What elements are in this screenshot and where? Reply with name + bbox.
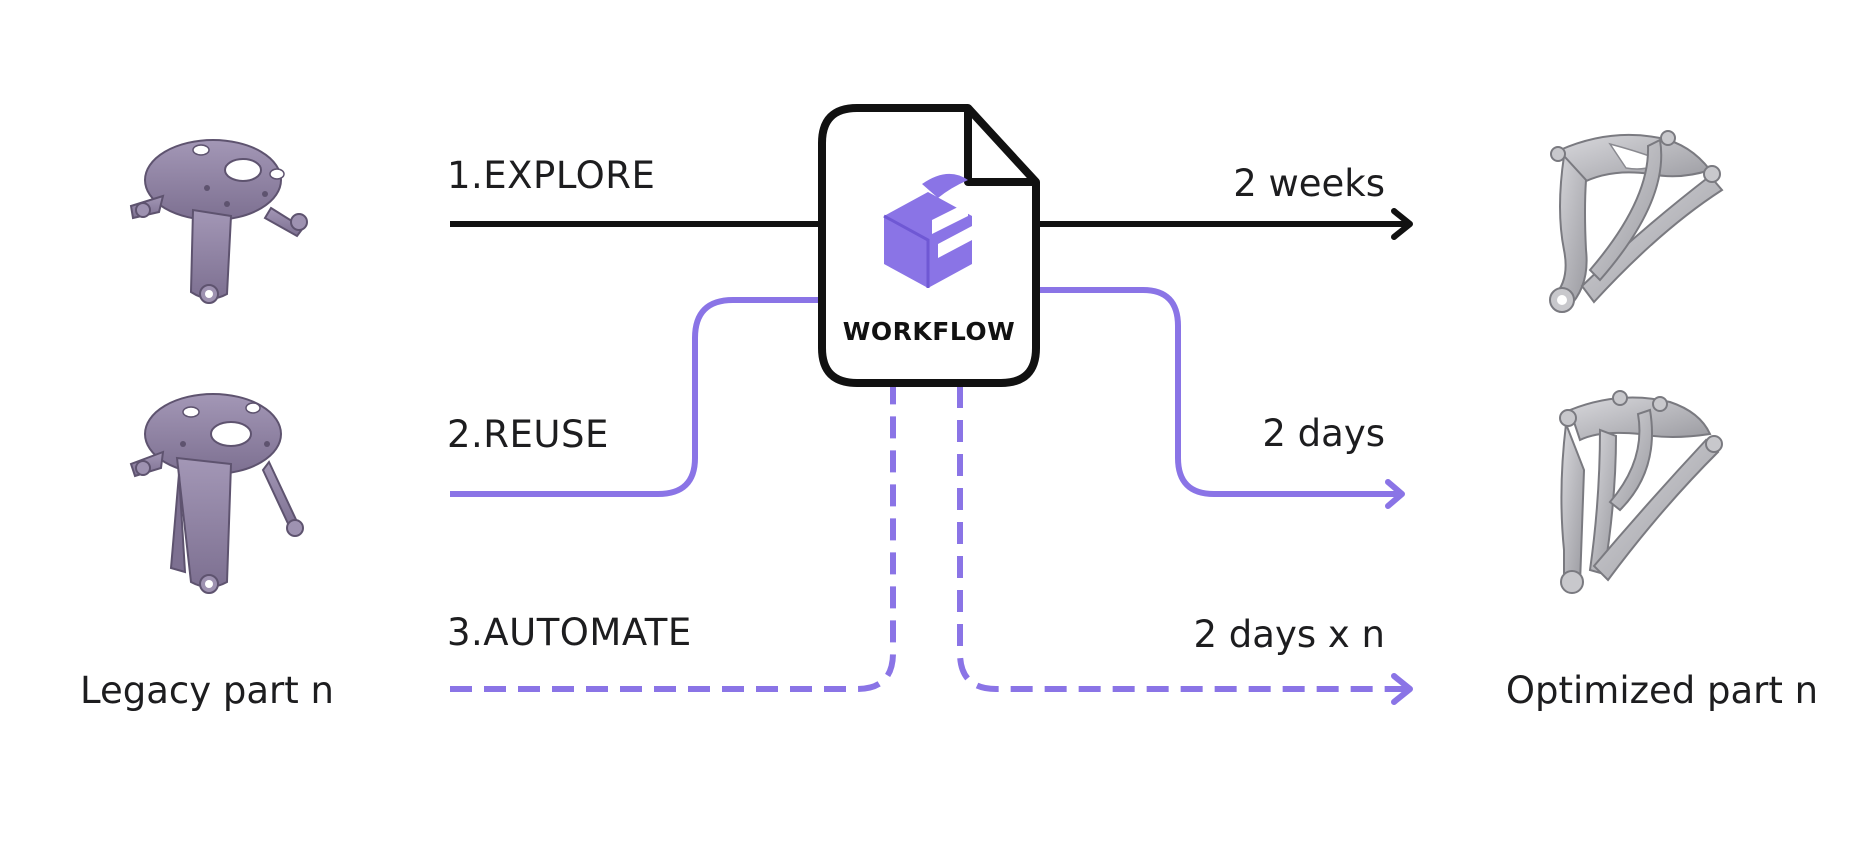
- automate-flow-in: [450, 386, 896, 692]
- legacy-part-caption: Legacy part n: [80, 669, 334, 712]
- automate-arrowhead: [1391, 673, 1413, 705]
- step-label-reuse: 2.REUSE: [447, 413, 609, 456]
- step-label-automate: 3.AUTOMATE: [447, 611, 692, 654]
- duration-automate: 2 days x n: [1193, 613, 1385, 656]
- reuse-flow-out: [1038, 287, 1400, 497]
- optimized-bracket-icon: [1559, 390, 1723, 594]
- explore-arrowhead: [1391, 208, 1413, 240]
- step-label-explore: 1.EXPLORE: [447, 154, 656, 197]
- duration-reuse: 2 days: [1262, 412, 1385, 455]
- reuse-arrowhead: [1385, 479, 1405, 509]
- optimized-part-caption: Optimized part n: [1505, 669, 1819, 712]
- legacy-bracket-icon: [129, 393, 304, 594]
- workflow-document-title: WORKFLOW: [842, 317, 1016, 346]
- duration-explore: 2 weeks: [1233, 162, 1385, 205]
- legacy-bracket-icon: [129, 139, 308, 304]
- reuse-flow-in: [450, 297, 826, 497]
- optimized-bracket-icon: [1549, 130, 1724, 313]
- workflow-logo-icon: [883, 173, 972, 288]
- automate-flow-out: [957, 386, 1408, 692]
